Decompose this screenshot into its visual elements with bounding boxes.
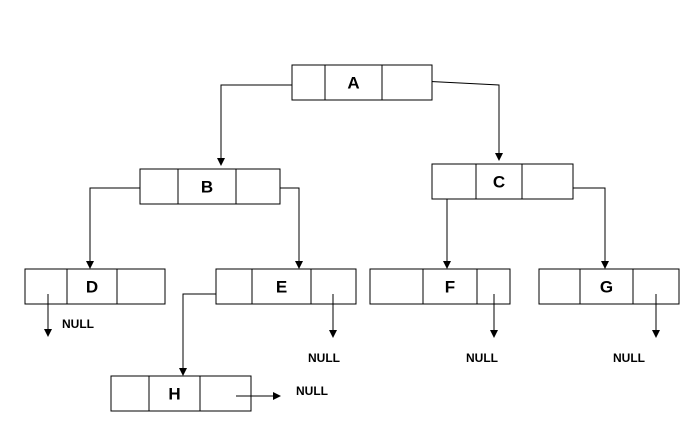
node-label: D [86, 278, 98, 297]
node-label: E [276, 278, 287, 297]
node-label: A [347, 74, 359, 93]
null-label: NULL [308, 351, 340, 365]
node-f: F [369, 268, 511, 305]
node-label: B [201, 178, 213, 197]
null-labels-layer: NULL NULL NULL NULL NULL [44, 294, 660, 400]
node-h: H [110, 375, 252, 412]
node-label: H [168, 385, 180, 404]
node-box [110, 375, 252, 412]
node-box [139, 168, 281, 205]
node-g: G [538, 268, 680, 305]
links-layer [86, 80, 609, 376]
node-label: C [493, 173, 505, 192]
node-d: D [24, 268, 166, 305]
null-pointer-f: NULL [466, 294, 498, 365]
edge-c-g [568, 187, 609, 269]
node-box [538, 268, 680, 305]
null-pointer-e: NULL [308, 294, 340, 365]
edge-e-h [179, 293, 221, 376]
node-box [431, 163, 574, 200]
node-e: E [215, 268, 357, 305]
node-c: C [431, 163, 574, 200]
node-box [291, 64, 433, 101]
node-box [215, 268, 357, 305]
node-label: F [445, 278, 455, 297]
node-b: B [139, 168, 281, 205]
null-pointer-d: NULL [44, 294, 94, 337]
null-pointer-g: NULL [613, 294, 660, 365]
null-label: NULL [613, 351, 645, 365]
null-label: NULL [466, 351, 498, 365]
null-label: NULL [62, 317, 94, 331]
edge-b-d [86, 187, 147, 269]
node-a: A [291, 64, 433, 101]
node-label: G [600, 278, 613, 297]
node-box [369, 268, 511, 305]
edge-b-e [272, 187, 303, 269]
null-label: NULL [296, 384, 328, 398]
edge-a-c [420, 80, 503, 161]
nodes-layer: A B C D E F G H [24, 64, 680, 412]
null-pointer-h: NULL [236, 384, 328, 400]
edge-a-b [217, 84, 300, 166]
